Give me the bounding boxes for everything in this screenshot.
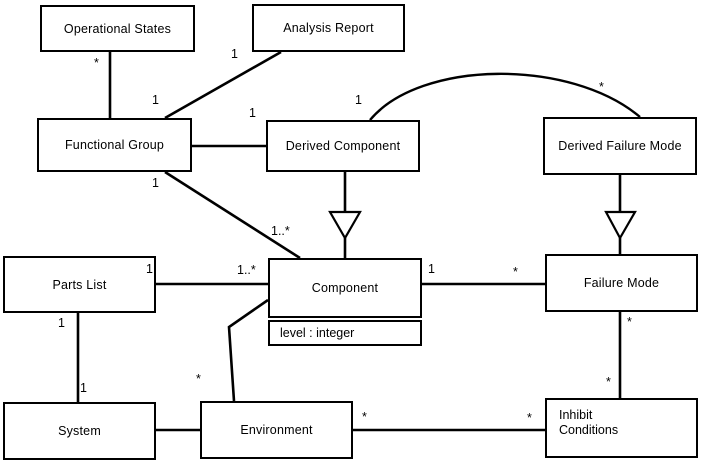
multiplicity-environment-component: * bbox=[196, 372, 201, 386]
class-attributes-component[interactable]: level : integer bbox=[268, 320, 422, 346]
multiplicity-environment-inhibit-conditions: * bbox=[362, 410, 367, 424]
multiplicity-analysis-report-functional-group: 1 bbox=[231, 47, 238, 61]
class-box-functional-group[interactable]: Functional Group bbox=[37, 118, 192, 172]
class-box-environment[interactable]: Environment bbox=[200, 401, 353, 459]
multiplicity-failure-mode-inhibit-conditions: * bbox=[627, 315, 632, 329]
multiplicity-derived-component-curve: 1 bbox=[355, 93, 362, 107]
class-name-functional-group: Functional Group bbox=[64, 138, 165, 152]
class-name-derived-failure-mode: Derived Failure Mode bbox=[558, 139, 682, 153]
class-box-derived-failure-mode[interactable]: Derived Failure Mode bbox=[543, 117, 697, 175]
multiplicity-system-parts-list: 1 bbox=[80, 381, 87, 395]
gen-derived-failure-mode-failure-mode bbox=[604, 175, 637, 254]
multiplicity-component-functional-group: 1..* bbox=[271, 224, 290, 238]
class-name-system: System bbox=[58, 424, 101, 438]
hollow-triangle-icon bbox=[604, 210, 637, 241]
multiplicity-functional-group-component: 1 bbox=[152, 176, 159, 190]
class-box-system[interactable]: System bbox=[3, 402, 156, 460]
class-name-inhibit-conditions: Inhibit Conditions bbox=[559, 408, 619, 437]
assoc-functional-group-component bbox=[164, 170, 301, 260]
assoc-analysis-report-functional-group bbox=[164, 50, 282, 120]
hollow-triangle-icon bbox=[328, 210, 362, 241]
class-box-parts-list[interactable]: Parts List bbox=[3, 256, 156, 313]
class-name-operational-states: Operational States bbox=[63, 21, 172, 36]
multiplicity-inhibit-conditions-failure-mode: * bbox=[606, 375, 611, 389]
class-name-parts-list: Parts List bbox=[52, 277, 107, 292]
class-name-environment: Environment bbox=[240, 423, 313, 437]
class-box-operational-states[interactable]: Operational States bbox=[40, 5, 195, 52]
class-name-failure-mode: Failure Mode bbox=[583, 276, 660, 290]
multiplicity-operational-states-functional-group: * bbox=[94, 56, 99, 70]
gen-derived-component-component bbox=[328, 172, 362, 258]
class-box-analysis-report[interactable]: Analysis Report bbox=[252, 4, 405, 52]
multiplicity-component-parts-list: 1..* bbox=[237, 263, 256, 277]
assoc-environment-component bbox=[227, 298, 269, 402]
multiplicity-parts-list-system: 1 bbox=[58, 316, 65, 330]
class-box-derived-component[interactable]: Derived Component bbox=[266, 120, 420, 172]
class-name-analysis-report: Analysis Report bbox=[283, 21, 374, 35]
multiplicity-failure-mode-component: * bbox=[513, 265, 518, 279]
attribute-level-integer: level : integer bbox=[280, 326, 355, 340]
multiplicity-derived-failure-mode-curve: * bbox=[599, 80, 604, 94]
class-name-component: Component bbox=[311, 281, 379, 295]
assoc-derived-component-derived-failure-mode bbox=[369, 72, 641, 121]
multiplicity-functional-group-derived-component: 1 bbox=[249, 106, 256, 120]
class-box-component[interactable]: Component bbox=[268, 258, 422, 318]
multiplicity-functional-group-analysis-report: 1 bbox=[152, 93, 159, 107]
multiplicity-component-failure-mode: 1 bbox=[428, 262, 435, 276]
multiplicity-inhibit-conditions-environment: * bbox=[527, 411, 532, 425]
multiplicity-parts-list-component: 1 bbox=[146, 262, 153, 276]
class-name-derived-component: Derived Component bbox=[285, 139, 401, 153]
class-box-inhibit-conditions[interactable]: Inhibit Conditions bbox=[545, 398, 698, 458]
class-box-failure-mode[interactable]: Failure Mode bbox=[545, 254, 698, 312]
